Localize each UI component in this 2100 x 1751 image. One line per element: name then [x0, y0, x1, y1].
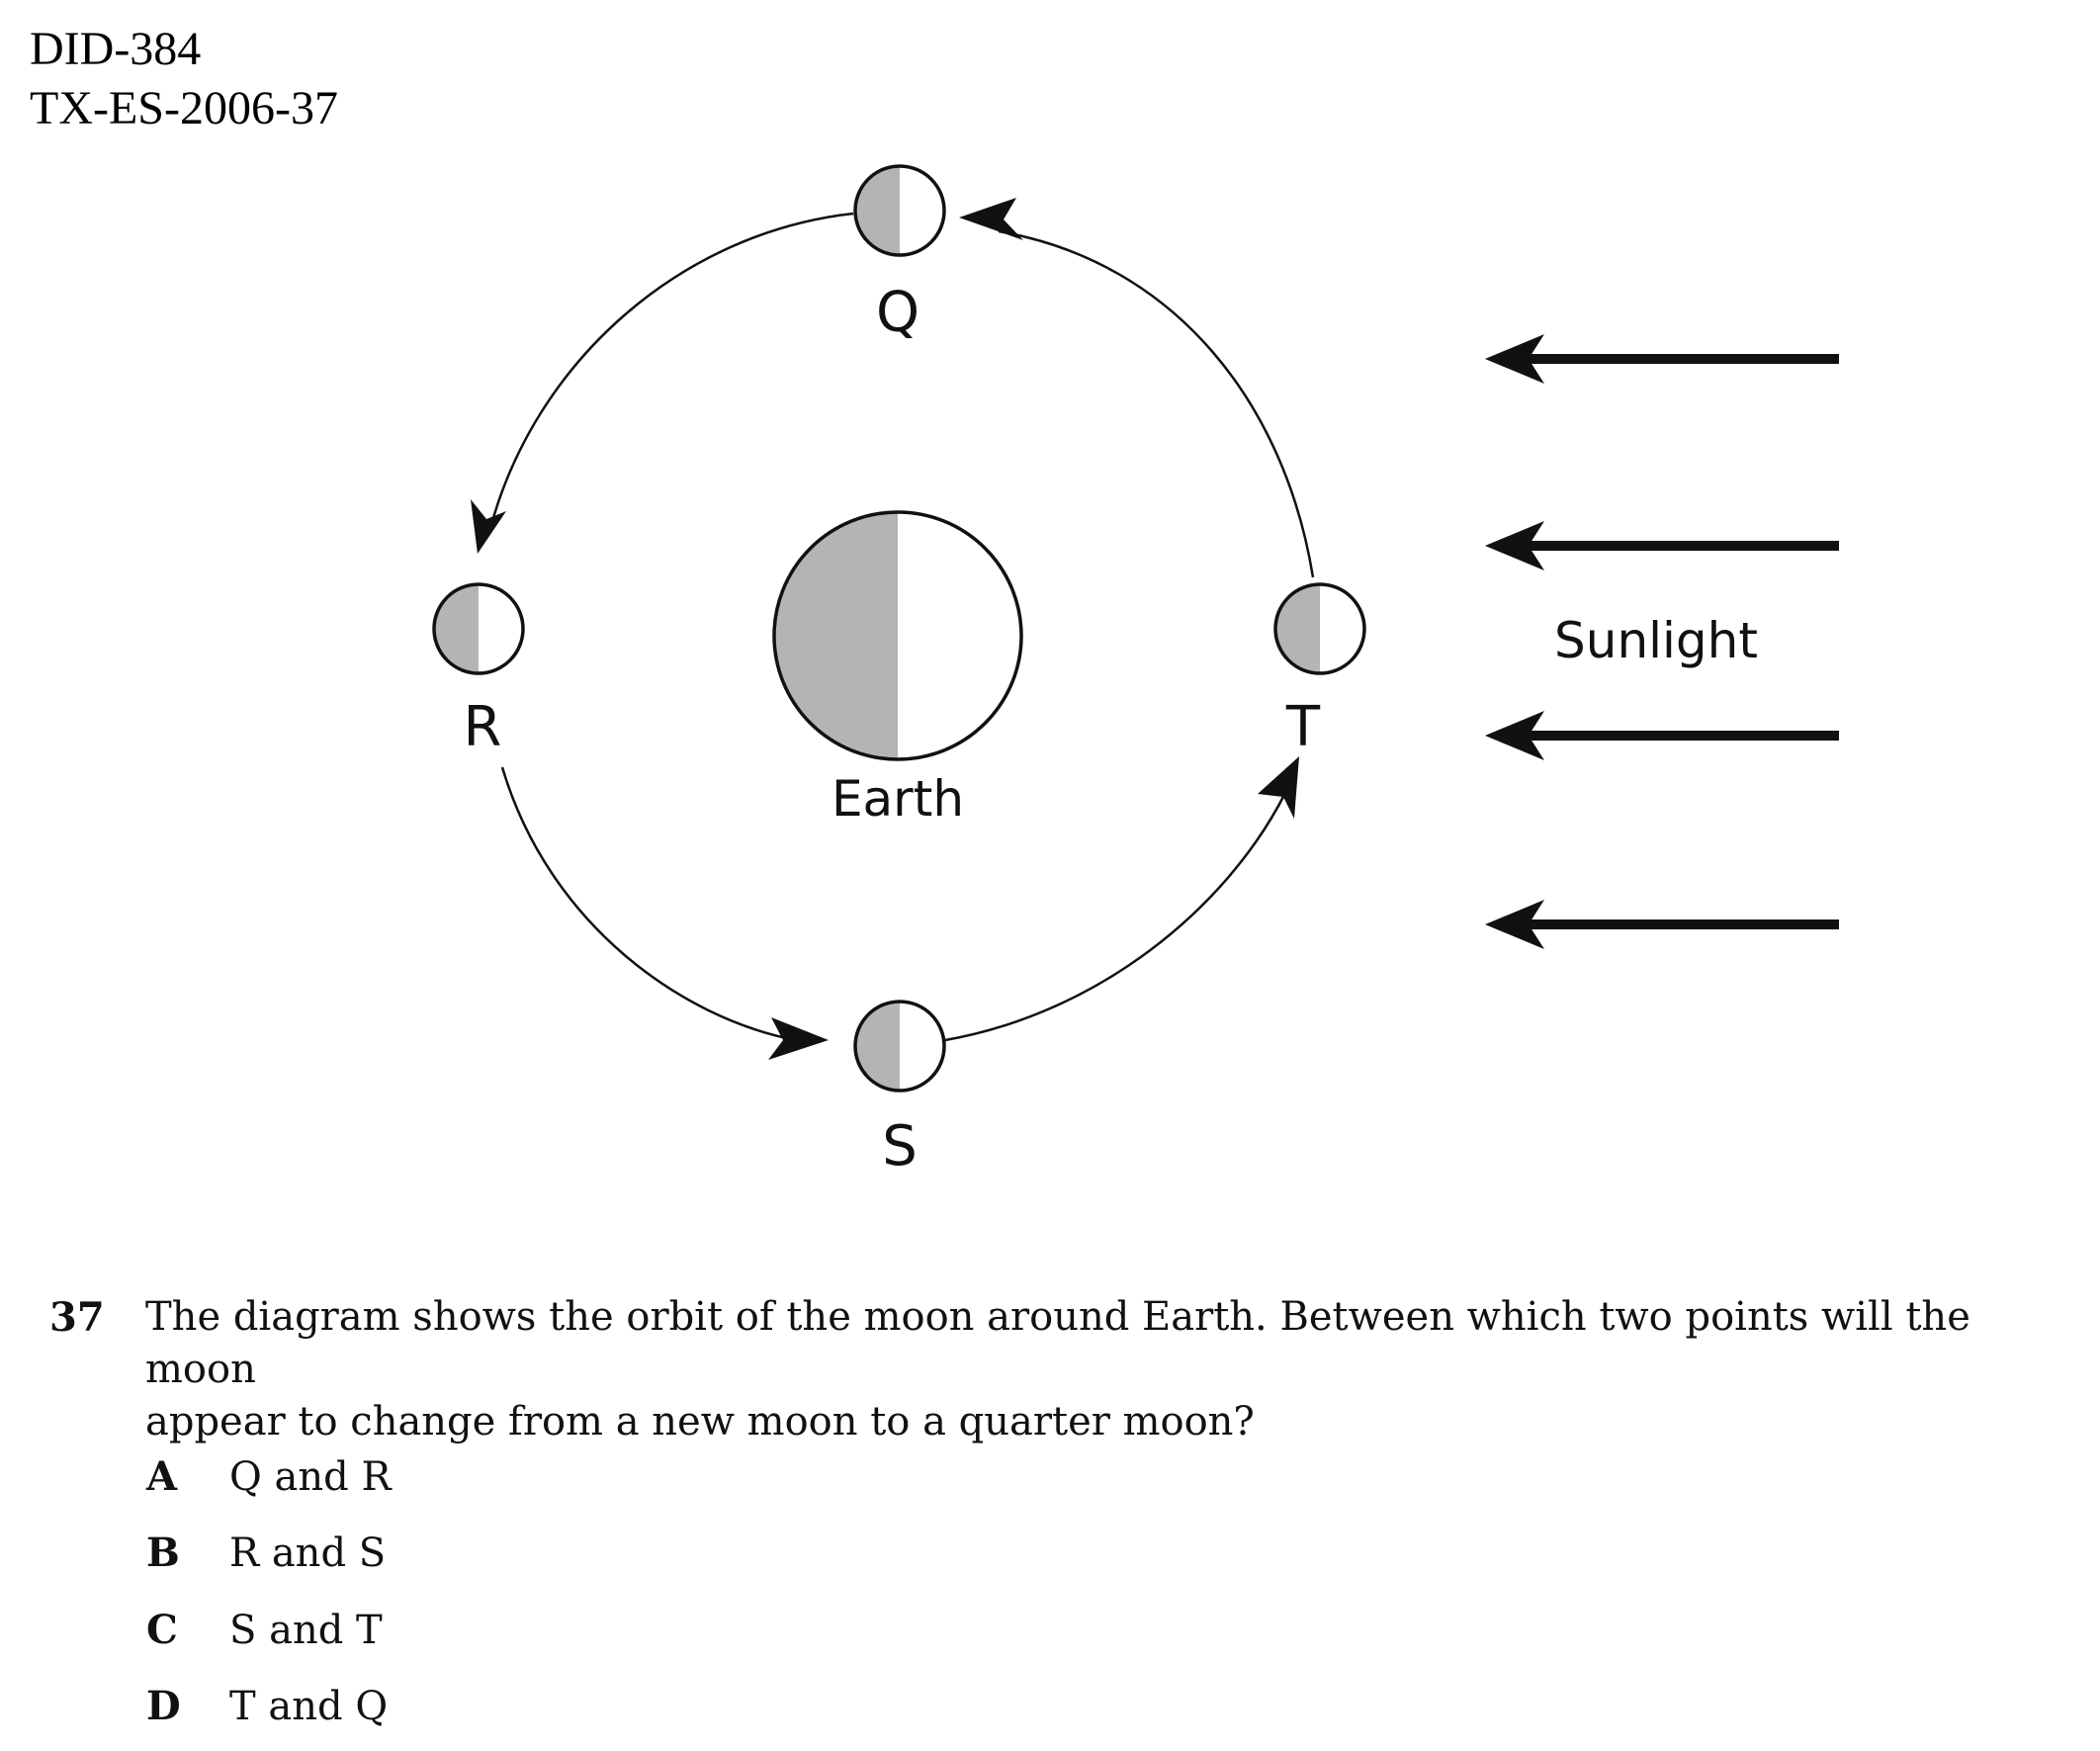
orbit-arc-r-to-s	[500, 766, 797, 1042]
orbit-arc-q-to-r	[487, 212, 854, 533]
orbit-arrowhead-s	[768, 1017, 829, 1060]
label-r: R	[464, 695, 502, 759]
orbit-arc-t-to-q	[998, 229, 1315, 578]
label-s: S	[882, 1114, 918, 1179]
label-sunlight: Sunlight	[1554, 612, 1758, 669]
label-t: T	[1285, 695, 1321, 759]
choice-letter: B	[146, 1530, 180, 1576]
answer-choice-b[interactable]: B R and S	[146, 1530, 387, 1576]
choice-text: Q and R	[229, 1454, 392, 1500]
choice-text: S and T	[229, 1608, 383, 1653]
answer-choice-d[interactable]: D T and Q	[146, 1683, 389, 1729]
choice-text: R and S	[229, 1531, 387, 1576]
answer-choice-c[interactable]: C S and T	[146, 1607, 383, 1653]
moon-orbit-diagram: Q R T S Earth Sunlight	[432, 164, 1839, 1179]
sunlight-arrow-2	[1485, 521, 1839, 570]
moon-s-icon	[853, 1000, 946, 1093]
label-q: Q	[876, 281, 919, 345]
question-text: The diagram shows the orbit of the moon …	[145, 1294, 1970, 1445]
question-number: 37	[49, 1294, 105, 1341]
orbit-arrowhead-t	[1258, 756, 1299, 819]
sunlight-arrow-3	[1485, 711, 1839, 760]
document-code: TX-ES-2006-37	[30, 82, 338, 134]
orbit-arrowhead-r	[471, 499, 506, 554]
moon-r-icon	[432, 582, 525, 675]
orbit-arrowhead-q	[959, 198, 1023, 240]
moon-t-icon	[1273, 582, 1366, 675]
choice-letter: D	[146, 1683, 181, 1729]
orbit-arc-s-to-t	[944, 792, 1287, 1042]
choice-text: T and Q	[229, 1684, 389, 1729]
label-earth: Earth	[831, 770, 964, 828]
moon-q-icon	[853, 164, 946, 257]
choice-letter: C	[146, 1607, 178, 1653]
earth-icon	[772, 510, 1023, 761]
document-id: DID-384	[30, 23, 202, 75]
choice-letter: A	[146, 1453, 178, 1500]
sunlight-arrow-4	[1485, 900, 1839, 949]
answer-choice-a[interactable]: A Q and R	[146, 1453, 392, 1500]
sunlight-arrow-1	[1485, 334, 1839, 384]
